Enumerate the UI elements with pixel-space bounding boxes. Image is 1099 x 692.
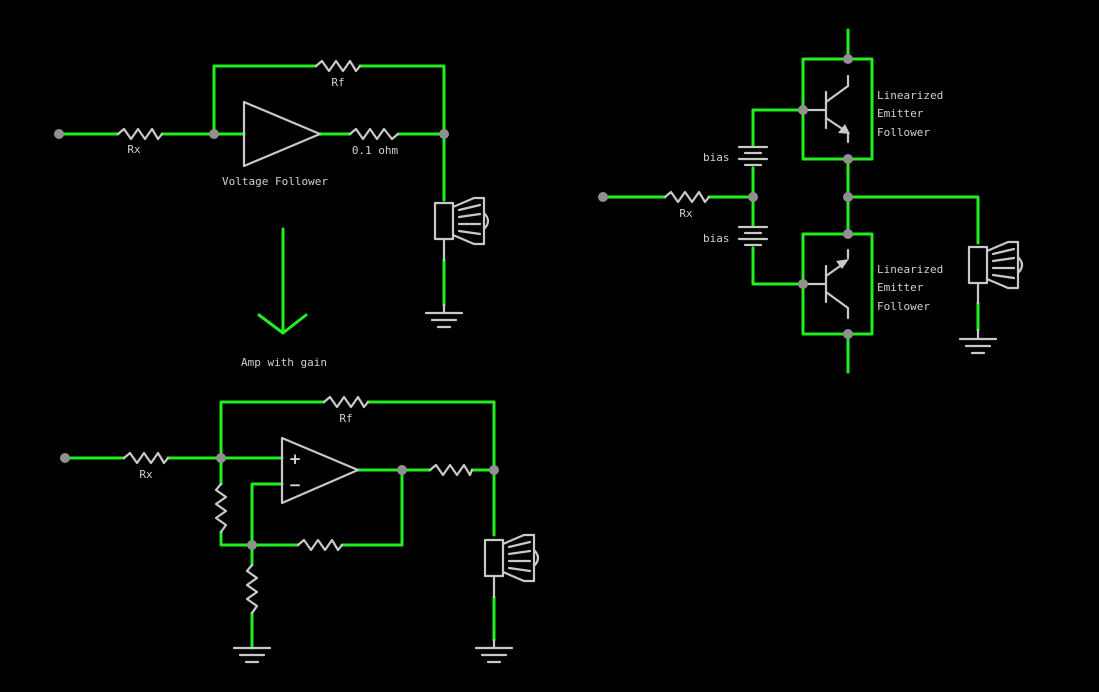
pp-rx-resistor[interactable] [663,190,711,204]
lef-upper-line1: Linearized [877,89,943,102]
pp-lower-bias-battery[interactable] [737,225,769,247]
node[interactable] [489,465,499,475]
ag-rx-label: Rx [139,468,153,481]
pp-ground [958,328,998,355]
vf-rf-label: Rf [331,76,344,89]
opamp-plus-sign: + [289,450,302,468]
pp-bias-lower-label: bias [703,232,730,245]
lower-transistor[interactable] [801,248,850,320]
node[interactable] [843,192,853,202]
vf-rf-resistor[interactable] [314,59,362,73]
ag-rf-resistor[interactable] [322,395,370,409]
vf-ohm-resistor[interactable] [348,127,400,141]
lef-upper-line2: Emitter [877,107,924,120]
ag-output-resistor[interactable] [428,463,474,477]
node[interactable] [798,279,808,289]
ag-opamp[interactable] [280,436,360,505]
lef-upper-line3: Follower [877,126,930,139]
voltage-follower-circuit: Rf Rx 0.1 ohm Voltage Follower [54,59,490,329]
opamp-minus-sign: − [289,476,302,494]
pp-speaker[interactable] [967,240,1024,305]
vf-ohm-label: 0.1 ohm [352,144,399,157]
vf-rx-resistor[interactable] [116,127,164,141]
node[interactable] [439,129,449,139]
amp-with-gain-label: Amp with gain [241,356,327,369]
lef-lower-line3: Follower [877,300,930,313]
ag-feedback-resistor[interactable] [296,538,344,552]
vf-title-label: Voltage Follower [222,175,328,188]
pp-upper-bias-battery[interactable] [737,145,769,167]
ag-rx-resistor[interactable] [122,451,170,465]
pp-rx-label: Rx [679,207,693,220]
ag-ground-resistor[interactable] [245,563,259,615]
vf-speaker[interactable] [433,196,490,262]
vf-rx-label: Rx [127,143,141,156]
transform-arrow: Amp with gain [241,227,327,369]
lef-lower-line1: Linearized [877,263,943,276]
vf-ground [424,303,464,329]
pp-wires [601,28,980,374]
node[interactable] [247,540,257,550]
node[interactable] [209,129,219,139]
node[interactable] [798,105,808,115]
ag-divider-ground [232,646,272,664]
node[interactable] [843,54,853,64]
lef-lower-line2: Emitter [877,281,924,294]
pp-bias-upper-label: bias [703,151,730,164]
ag-speaker[interactable] [483,533,540,599]
push-pull-circuit: Rx bias bias Linearized Emitter Follower… [598,28,1024,374]
upper-transistor[interactable] [801,74,850,144]
node[interactable] [216,453,226,463]
ag-shunt-resistor[interactable] [214,482,228,534]
node[interactable] [843,229,853,239]
node[interactable] [598,192,608,202]
node[interactable] [60,453,70,463]
node[interactable] [843,154,853,164]
amp-with-gain-circuit: + − Rf Rx [60,395,540,664]
node[interactable] [748,192,758,202]
node[interactable] [843,329,853,339]
vf-buffer-amp[interactable] [242,100,322,168]
node[interactable] [54,129,64,139]
node[interactable] [397,465,407,475]
ag-rf-label: Rf [339,412,352,425]
ag-wires [63,400,496,650]
ag-speaker-ground [474,638,514,664]
